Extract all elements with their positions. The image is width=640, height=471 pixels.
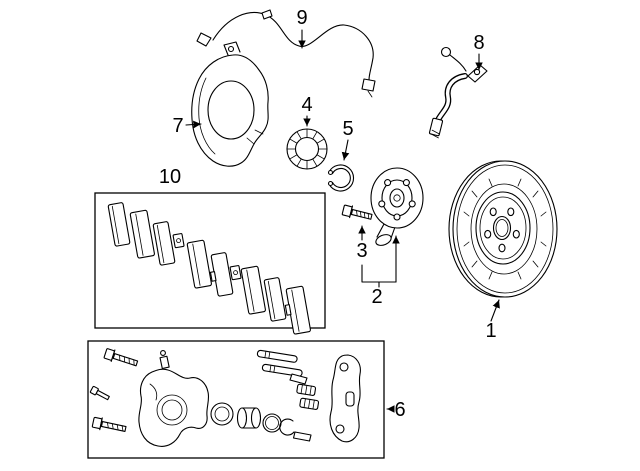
callout-5[interactable]: 5 <box>342 118 353 140</box>
callout-9[interactable]: 9 <box>296 7 307 29</box>
hub-assembly-drawing <box>370 167 424 246</box>
callout-1-arrow <box>490 299 500 322</box>
callout-7[interactable]: 7 <box>172 115 183 137</box>
caliper-assembly-drawing <box>89 348 361 447</box>
abs-sensor-wire-drawing <box>196 9 376 98</box>
callout-7-arrow <box>185 120 202 129</box>
callout-3[interactable]: 3 <box>356 240 367 262</box>
hub-bolt-drawing <box>341 204 373 220</box>
caliper-assembly-box <box>87 340 385 459</box>
callout-6[interactable]: 6 <box>394 399 405 421</box>
callout-8[interactable]: 8 <box>473 32 484 54</box>
callout-2-bracket <box>361 264 397 288</box>
brake-pad-set-box <box>94 192 326 329</box>
callout-leaders <box>185 29 500 413</box>
splash-shield-drawing <box>191 41 269 167</box>
callout-10[interactable]: 10 <box>159 166 181 188</box>
brake-rotor-drawing <box>448 160 558 298</box>
callout-2[interactable]: 2 <box>371 286 382 308</box>
callout-4[interactable]: 4 <box>301 94 312 116</box>
snap-ring-drawing <box>327 164 355 192</box>
callout-5-arrow <box>341 139 350 161</box>
wheel-bearing-drawing <box>286 128 328 170</box>
brake-hose-drawing <box>428 46 488 139</box>
brake-pad-set-drawing <box>107 202 311 335</box>
callout-1[interactable]: 1 <box>485 320 496 342</box>
